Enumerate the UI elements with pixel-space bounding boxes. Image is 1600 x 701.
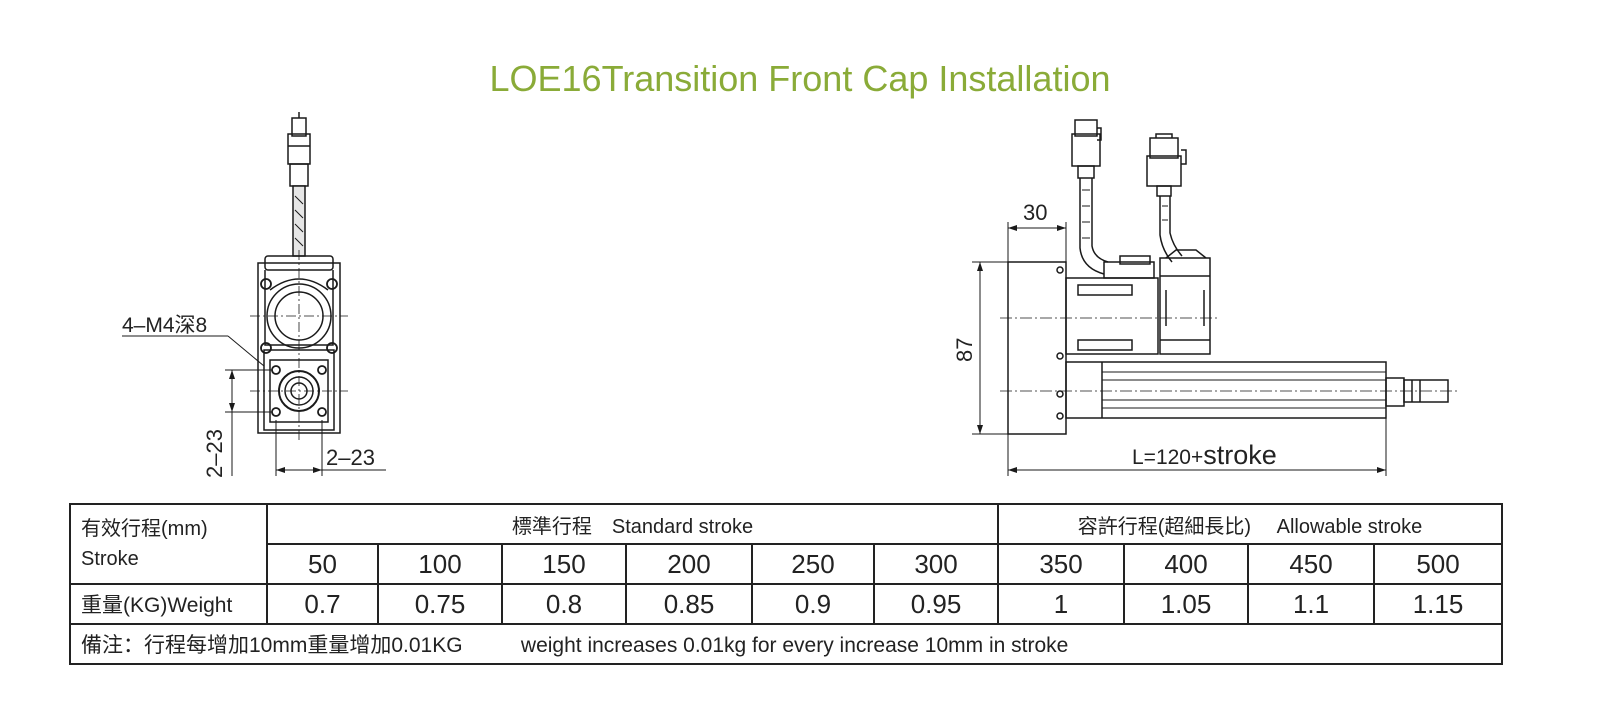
weight-cell: 0.8 bbox=[501, 583, 627, 625]
connector-front bbox=[287, 112, 311, 187]
weight-cell: 1.05 bbox=[1123, 583, 1250, 625]
actuator-tube bbox=[1065, 361, 1449, 419]
weight-cell: 0.9 bbox=[751, 583, 875, 625]
stroke-row: 50 100 150 200 250 300 350 400 450 500 bbox=[70, 543, 1504, 585]
weight-cell: 1.15 bbox=[1373, 583, 1504, 625]
weight-cell: 1.1 bbox=[1247, 583, 1376, 625]
stroke-cell: 450 bbox=[1247, 543, 1376, 585]
dim-length-label: L=120+stroke bbox=[1132, 440, 1277, 470]
weight-note: 備注：行程每增加10mm重量增加0.01KG weight increases … bbox=[68, 623, 1504, 665]
dim-30-label: 30 bbox=[1023, 200, 1047, 225]
weight-cell: 0.75 bbox=[377, 583, 503, 625]
stroke-cell: 100 bbox=[377, 543, 503, 585]
stroke-cell: 350 bbox=[997, 543, 1126, 585]
weight-cell: 0.7 bbox=[266, 583, 379, 625]
cables bbox=[1079, 178, 1183, 275]
dim-length-prefix: L=120+ bbox=[1132, 446, 1203, 469]
dim-length-suffix: stroke bbox=[1203, 440, 1277, 470]
front-cap bbox=[1007, 261, 1067, 435]
side-view bbox=[972, 119, 1460, 476]
stroke-header: 有效行程(mm) Stroke bbox=[69, 503, 268, 585]
technical-drawing: 4–M4深8 2–23 2–23 bbox=[122, 112, 1460, 478]
weight-cell: 0.95 bbox=[872, 583, 1000, 625]
stroke-cell: 200 bbox=[625, 543, 753, 585]
connector-left bbox=[1071, 119, 1102, 179]
weight-row: 重量(KG)Weight 0.7 0.75 0.8 0.85 0.9 0.95 … bbox=[69, 583, 1504, 625]
front-view bbox=[122, 112, 386, 476]
hole-spec-label: 4–M4深8 bbox=[122, 314, 207, 337]
stroke-cell: 150 bbox=[501, 543, 627, 585]
weight-cell: 0.85 bbox=[625, 583, 753, 625]
mounting-holes bbox=[260, 278, 338, 417]
stroke-cell: 500 bbox=[1373, 543, 1504, 585]
stroke-cell: 400 bbox=[1123, 543, 1250, 585]
dim-87-label: 87 bbox=[952, 338, 977, 362]
weight-label: 重量(KG)Weight bbox=[69, 583, 268, 625]
dim-horizontal-label: 2–23 bbox=[326, 445, 375, 470]
stroke-label-cn: 有效行程(mm) bbox=[81, 518, 208, 540]
stroke-cell: 300 bbox=[872, 543, 1000, 585]
stroke-cell: 250 bbox=[751, 543, 875, 585]
motor-bodies bbox=[1065, 249, 1211, 355]
stroke-label-en: Stroke bbox=[81, 548, 139, 570]
allowable-stroke-header: 容許行程(超細長比) Allowable stroke bbox=[997, 503, 1504, 545]
connector-right bbox=[1146, 133, 1187, 197]
cable-front bbox=[292, 185, 306, 257]
standard-stroke-header: 標準行程 Standard stroke bbox=[265, 503, 1000, 545]
weight-cell: 1 bbox=[997, 583, 1126, 625]
stroke-cell: 50 bbox=[266, 543, 379, 585]
dim-vertical-label: 2–23 bbox=[202, 429, 227, 478]
spec-table: 有效行程(mm) Stroke 標準行程 Standard stroke 容許行… bbox=[68, 503, 1504, 665]
page-title: LOE16Transition Front Cap Installation bbox=[489, 58, 1111, 99]
